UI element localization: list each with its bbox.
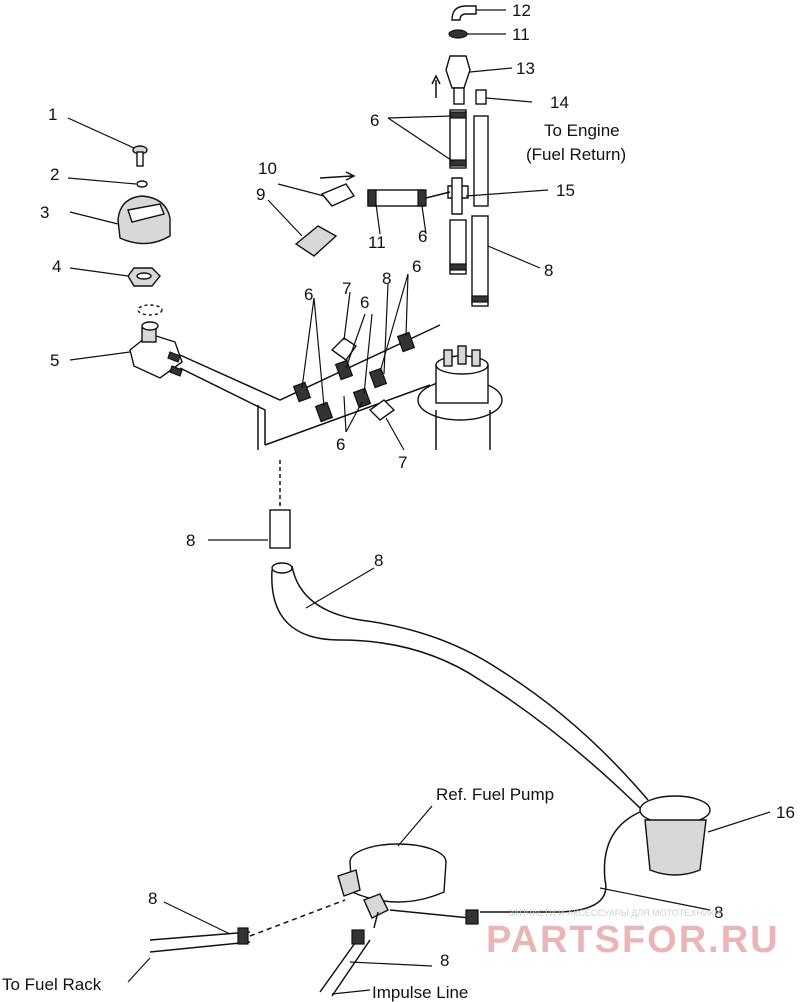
part-3-cap [117, 195, 171, 245]
callout-8f: 8 [440, 951, 449, 970]
callout-7b: 7 [398, 453, 407, 472]
main-hose [271, 562, 649, 809]
note-engine-line2: (Fuel Return) [526, 145, 626, 164]
callout-4: 4 [52, 257, 61, 276]
fuel-pump [337, 843, 479, 925]
part-16-filter [480, 795, 711, 913]
note-engine-line1: To Engine [544, 121, 620, 140]
callout-13: 13 [516, 59, 535, 78]
callout-2: 2 [50, 165, 59, 184]
lower-hoses [149, 899, 379, 997]
note-fuel-rack: To Fuel Rack [2, 975, 102, 994]
part-8-hose-stub [269, 509, 291, 549]
callout-9: 9 [256, 185, 265, 204]
callout-14: 14 [550, 93, 569, 112]
callout-6e: 6 [412, 257, 421, 276]
callout-7a: 7 [342, 279, 351, 298]
callout-3: 3 [40, 203, 49, 222]
part-2-washer [136, 180, 148, 188]
callout-11b: 11 [512, 25, 530, 44]
rail-tubes [179, 324, 441, 450]
text-notes: To Engine (Fuel Return) Ref. Fuel Pump T… [2, 121, 626, 1002]
callout-8b: 8 [544, 261, 553, 280]
callout-15: 15 [556, 181, 575, 200]
callout-1: 1 [48, 105, 57, 124]
callout-8d: 8 [374, 551, 383, 570]
callout-8g: 8 [714, 903, 723, 922]
watermark-brand: PARTSFOR.RU [486, 919, 780, 961]
callout-6f: 6 [336, 435, 345, 454]
watermark-tagline: ЗАПЧАСТИ И АКСЕССУАРЫ ДЛЯ МОТОТЕХНИКИ [508, 908, 721, 918]
tank-sender [417, 345, 503, 450]
watermark: ЗАПЧАСТИ И АКСЕССУАРЫ ДЛЯ МОТОТЕХНИКИ PA… [486, 908, 780, 961]
return-fittings [431, 5, 489, 307]
callout-8a: 8 [382, 269, 391, 288]
part-7-filters [330, 337, 396, 421]
note-impulse-line: Impulse Line [372, 983, 468, 1002]
callout-numbers: 1 2 3 4 5 6 6 6 6 6 6 7 7 8 8 8 8 8 8 8 … [40, 1, 795, 970]
part-6-clamps [292, 331, 416, 423]
callout-5: 5 [50, 351, 59, 370]
callout-12: 12 [512, 1, 531, 20]
part-1-screw [132, 145, 148, 167]
part-5-valve [129, 304, 183, 379]
callout-6a: 6 [370, 111, 379, 130]
callout-16: 16 [776, 803, 795, 822]
inline-parts [294, 171, 451, 257]
callout-11a: 11 [368, 233, 386, 252]
callout-8e: 8 [148, 889, 157, 908]
callout-6b: 6 [418, 227, 427, 246]
note-fuel-pump: Ref. Fuel Pump [436, 785, 554, 804]
callout-6c: 6 [304, 285, 313, 304]
part-drawings [117, 5, 711, 997]
part-4-nut [127, 267, 161, 287]
callout-10: 10 [258, 159, 277, 178]
callout-8c: 8 [186, 531, 195, 550]
leader-lines [67, 9, 771, 995]
callout-6d: 6 [360, 293, 369, 312]
